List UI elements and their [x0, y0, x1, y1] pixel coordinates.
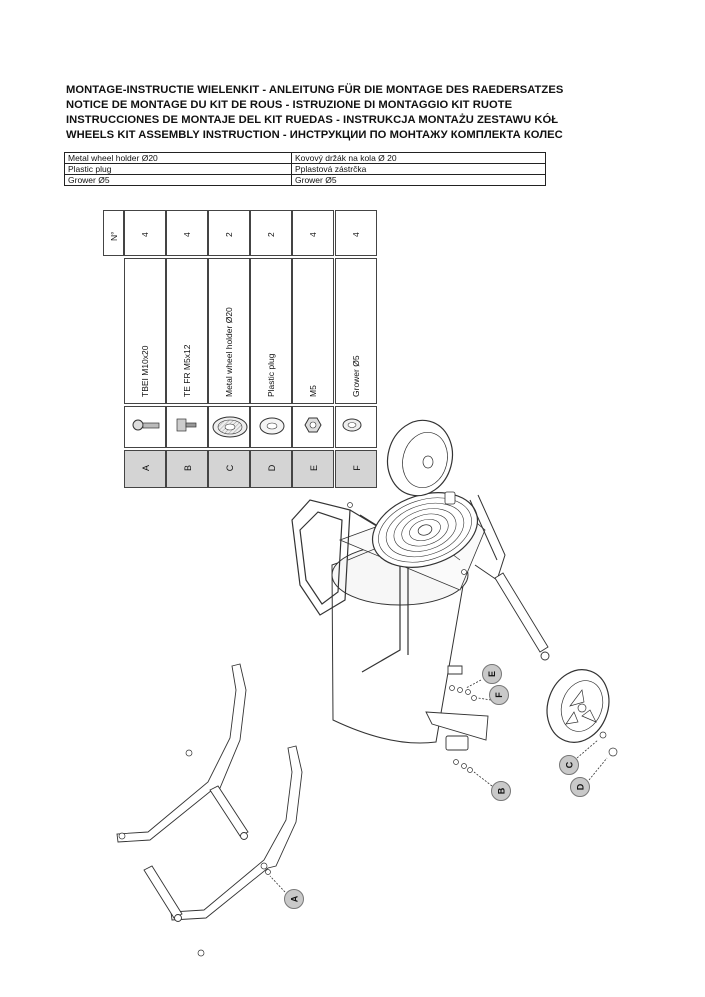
- leg-hardware: [118, 749, 271, 957]
- callout-letter: F: [494, 692, 504, 698]
- part-letter-cell: C: [208, 450, 250, 488]
- table-row: Metal wheel holder Ø20 Kovový držák na k…: [64, 152, 546, 164]
- hardware-screws: [347, 502, 618, 773]
- qty-cell: 4: [335, 210, 377, 256]
- callout-label: A: [284, 889, 304, 909]
- wheel-holder-icon: [212, 416, 248, 438]
- table-row: Grower Ø5 Grower Ø5: [64, 174, 546, 186]
- title-line-fr-it: NOTICE DE MONTAGE DU KIT DE ROUS - ISTRU…: [66, 99, 513, 111]
- callout-letter: A: [289, 895, 299, 903]
- title-line-en-ru: WHEELS KIT ASSEMBLY INSTRUCTION - ИНСТРУ…: [66, 129, 563, 141]
- wheel-top: [386, 419, 454, 497]
- part-name-cell: TBEI M10x20: [124, 258, 166, 404]
- fan-grille: [371, 492, 479, 568]
- rear-bracket: [469, 494, 506, 581]
- part-name-cell: Plastic plug: [250, 258, 292, 404]
- part-name-cell: M5: [292, 258, 334, 404]
- wheel-right: [546, 669, 610, 743]
- part-image-cell: [124, 406, 166, 448]
- callout-letter: E: [486, 670, 497, 678]
- part-image-cell: [166, 406, 208, 448]
- front-bracket: [425, 665, 489, 751]
- title-block: MONTAGE-INSTRUCTIE WIELENKIT - ANLEITUNG…: [66, 83, 646, 143]
- callout-label: E: [482, 664, 502, 684]
- bolt-icon: [132, 419, 160, 431]
- nut-icon: [304, 417, 322, 433]
- part-name-cell: Grower Ø5: [335, 258, 377, 404]
- part-name-cell: TE FR M5x12: [166, 258, 208, 404]
- part-letter-cell: A: [124, 450, 166, 488]
- callout-letter: B: [496, 787, 506, 795]
- callout-arrows: [269, 679, 608, 893]
- grower-washer-icon: [342, 418, 362, 432]
- part-image-cell: [335, 406, 377, 448]
- callout-label: B: [491, 781, 511, 801]
- callout-letter: D: [575, 783, 585, 791]
- callout-label: C: [559, 755, 579, 775]
- callout-label: D: [570, 777, 590, 797]
- qty-cell: 4: [166, 210, 208, 256]
- leg-frame: [116, 663, 303, 922]
- callout-label: F: [489, 685, 509, 705]
- translation-en: Grower Ø5: [64, 174, 292, 186]
- qty-cell: 4: [124, 210, 166, 256]
- qty-cell: 2: [208, 210, 250, 256]
- bushing: [444, 491, 456, 505]
- part-image-cell: [292, 406, 334, 448]
- part-image-cell: [250, 406, 292, 448]
- qty-cell: 4: [292, 210, 334, 256]
- axle-rod: [494, 572, 550, 661]
- qty-cell: 2: [250, 210, 292, 256]
- title-line-es-pl: INSTRUCCIONES DE MONTAJE DEL KIT RUEDAS …: [66, 114, 559, 126]
- flange-screw-icon: [176, 418, 197, 432]
- part-letter-cell: E: [292, 450, 334, 488]
- title-line-nl-de: MONTAGE-INSTRUCTIE WIELENKIT - ANLEITUNG…: [66, 84, 564, 96]
- part-letter-cell: F: [335, 450, 377, 488]
- translation-cs: Grower Ø5: [291, 174, 546, 186]
- callout-letter: C: [564, 761, 574, 769]
- translation-table: Metal wheel holder Ø20 Kovový držák na k…: [64, 152, 546, 186]
- part-image-cell: [208, 406, 250, 448]
- part-letter-cell: D: [250, 450, 292, 488]
- qty-header-cell: N°: [103, 210, 124, 256]
- part-letter-cell: B: [166, 450, 208, 488]
- part-name-cell: Metal wheel holder Ø20: [208, 258, 250, 404]
- plastic-plug-icon: [259, 417, 285, 435]
